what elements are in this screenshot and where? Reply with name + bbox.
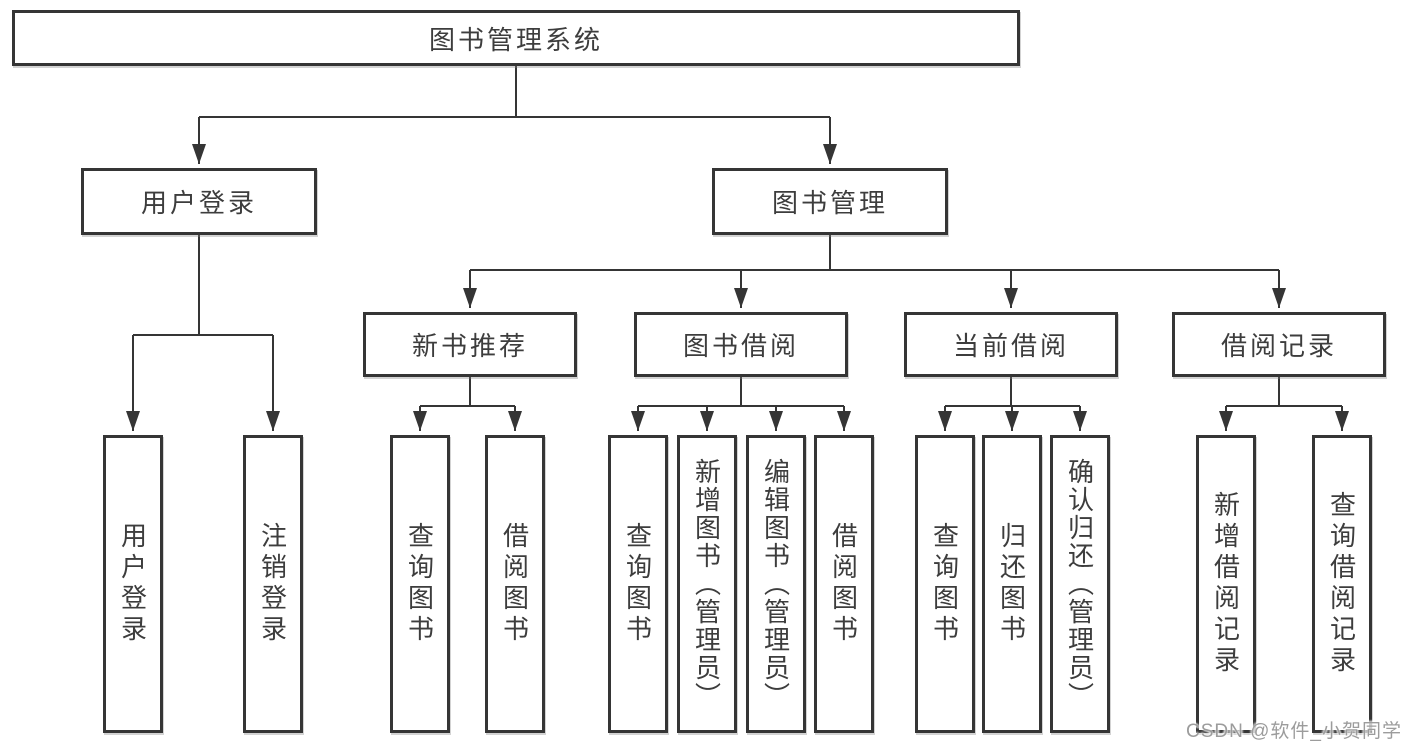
leaf-borrow-edit-books-label: 编辑图书（管理员） — [760, 458, 791, 710]
leaf-borrow-query-books-label: 查询图书 — [622, 522, 653, 646]
node-user-login-label: 用户登录 — [140, 188, 257, 218]
node-book-management-label: 图书管理 — [771, 188, 888, 218]
leaf-current-confirm-return-label: 确认归还（管理员） — [1064, 458, 1095, 710]
leaf-borrow-add-books-label: 新增图书（管理员） — [691, 458, 722, 710]
node-root-label: 图书管理系统 — [428, 24, 603, 55]
leaf-current-confirm-return: 确认归还（管理员） — [1050, 435, 1110, 733]
leaf-current-return-books-label: 归还图书 — [996, 522, 1027, 646]
leaf-borrow-borrow-books: 借阅图书 — [814, 435, 874, 733]
leaf-current-query-books: 查询图书 — [915, 435, 975, 733]
leaf-borrow-add-books: 新增图书（管理员） — [677, 435, 737, 733]
leaf-current-query-books-label: 查询图书 — [929, 522, 960, 646]
node-new-book-recommend: 新书推荐 — [363, 312, 577, 377]
leaf-borrow-borrow-books-label: 借阅图书 — [828, 522, 859, 646]
node-borrow-records-label: 借阅记录 — [1220, 331, 1337, 361]
leaf-newrec-borrow-books: 借阅图书 — [485, 435, 545, 733]
leaf-logout-login: 注销登录 — [243, 435, 303, 733]
node-user-login: 用户登录 — [81, 168, 317, 235]
leaf-borrow-edit-books: 编辑图书（管理员） — [746, 435, 806, 733]
leaf-newrec-query-books: 查询图书 — [390, 435, 450, 733]
node-current-borrow-label: 当前借阅 — [952, 331, 1069, 361]
leaf-records-query-record-label: 查询借阅记录 — [1326, 491, 1357, 677]
leaf-records-add-record: 新增借阅记录 — [1196, 435, 1256, 733]
node-book-borrow: 图书借阅 — [634, 312, 848, 377]
leaf-user-login-label: 用户登录 — [117, 522, 148, 646]
leaf-current-return-books: 归还图书 — [982, 435, 1042, 733]
leaf-borrow-query-books: 查询图书 — [608, 435, 668, 733]
node-current-borrow: 当前借阅 — [904, 312, 1118, 377]
leaf-logout-login-label: 注销登录 — [257, 522, 288, 646]
leaf-user-login: 用户登录 — [103, 435, 163, 733]
leaf-records-query-record: 查询借阅记录 — [1312, 435, 1372, 733]
node-borrow-records: 借阅记录 — [1172, 312, 1386, 377]
node-new-book-recommend-label: 新书推荐 — [411, 331, 528, 361]
leaf-records-add-record-label: 新增借阅记录 — [1210, 491, 1241, 677]
leaf-newrec-query-books-label: 查询图书 — [404, 522, 435, 646]
node-book-borrow-label: 图书借阅 — [682, 331, 799, 361]
node-root: 图书管理系统 — [12, 10, 1020, 66]
node-book-management: 图书管理 — [712, 168, 948, 235]
leaf-newrec-borrow-books-label: 借阅图书 — [499, 522, 530, 646]
csdn-watermark: CSDN @软件_小贺同学 — [1186, 721, 1402, 742]
